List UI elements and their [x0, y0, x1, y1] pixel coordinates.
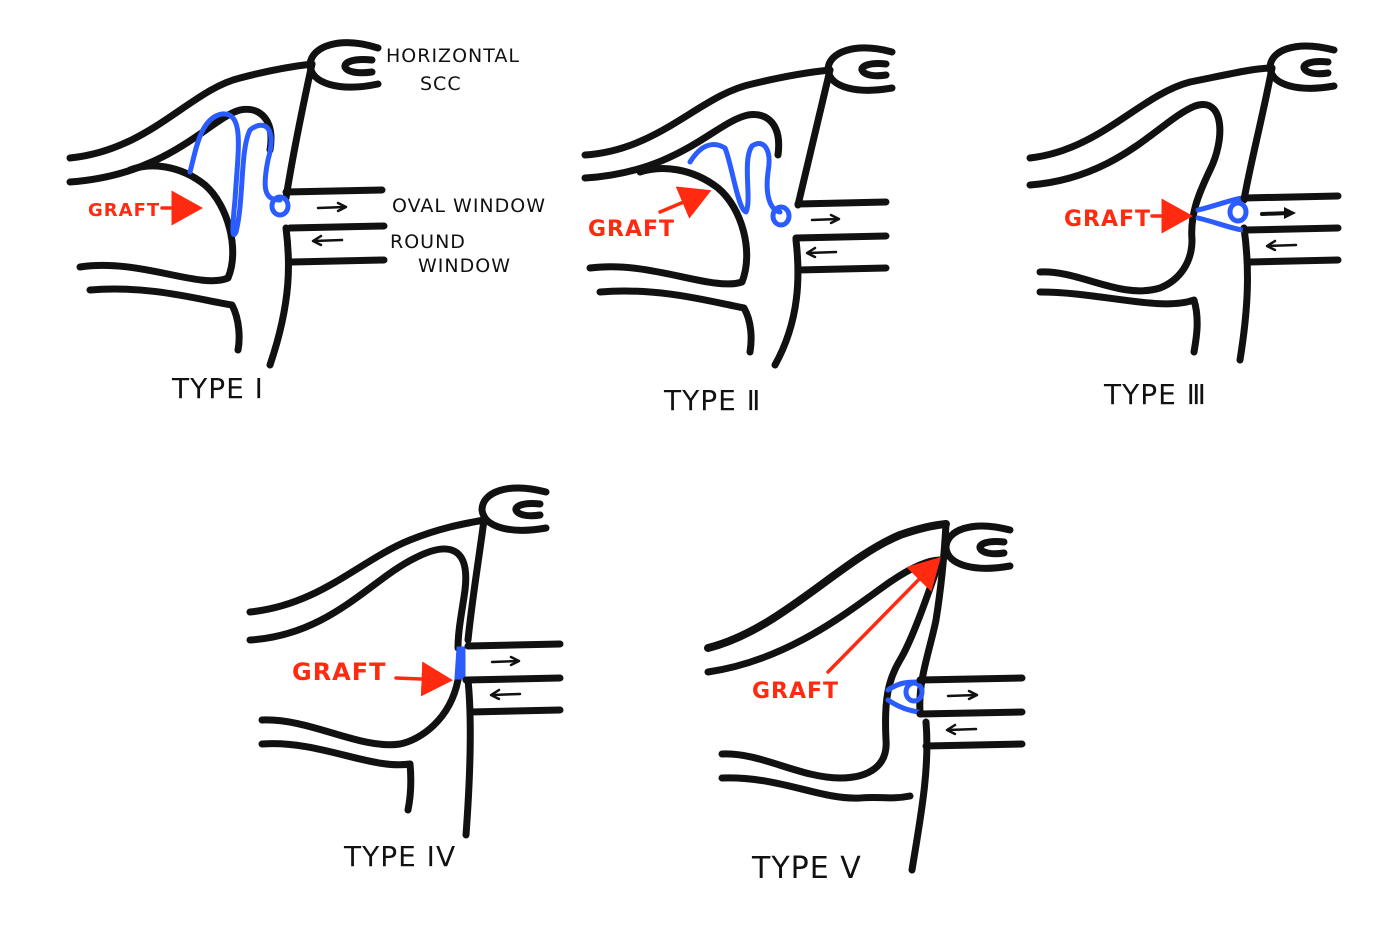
panel-type-4: GRAFT TYPE ⅠV — [246, 484, 564, 873]
windows — [916, 674, 1026, 750]
graft-label: GRAFT — [1064, 207, 1151, 232]
windows — [1240, 192, 1342, 266]
graft-pointer — [394, 661, 453, 697]
scc-icon — [1266, 42, 1338, 92]
window-label: WINDOW — [418, 255, 511, 277]
scc-icon — [942, 522, 1014, 572]
graft-pointer — [658, 186, 712, 219]
graft-label: GRAFT — [752, 679, 839, 704]
tympanic-membrane — [76, 162, 243, 354]
graft-label: GRAFT — [588, 217, 675, 242]
panel-type-2: GRAFT TYPE Ⅱ — [581, 44, 896, 417]
scc-icon — [478, 484, 550, 534]
scc-icon — [306, 39, 382, 91]
ossicular-chain — [187, 111, 291, 238]
canal-walls — [1026, 64, 1276, 364]
oval-window-label: OVAL WINDOW — [392, 195, 546, 217]
scc-label: SCC — [420, 73, 462, 95]
round-label: ROUND — [390, 231, 466, 253]
windows — [792, 198, 890, 274]
scc-icon — [824, 44, 896, 94]
tympanic-membrane — [586, 165, 755, 356]
panel-type-3: GRAFT TYPE Ⅲ — [1026, 42, 1342, 411]
ossicular-chain — [454, 646, 466, 680]
panel-type-1: HORIZONTAL SCC OVAL WINDOW ROUND WINDOW … — [66, 39, 546, 405]
ossicular-chain — [885, 679, 925, 715]
type-label: TYPE V — [751, 851, 862, 886]
type-label: TYPE Ⅱ — [663, 384, 761, 417]
ossicular-chain — [1195, 195, 1249, 233]
ossicular-chain — [687, 141, 792, 228]
windows — [462, 640, 564, 716]
canal-walls — [581, 66, 834, 369]
type-label: TYPE Ⅲ — [1103, 378, 1207, 411]
graft-label: GRAFT — [292, 658, 387, 686]
graft-label: GRAFT — [88, 200, 160, 221]
canal-walls — [246, 516, 488, 839]
windows — [282, 186, 388, 266]
graft-pointer — [826, 557, 941, 674]
type-label: TYPE ⅠV — [343, 840, 456, 873]
type-label: TYPE Ⅰ — [171, 372, 264, 405]
horizontal-label: HORIZONTAL — [386, 45, 520, 67]
panel-type-5: GRAFT TYPE V — [704, 520, 1026, 886]
